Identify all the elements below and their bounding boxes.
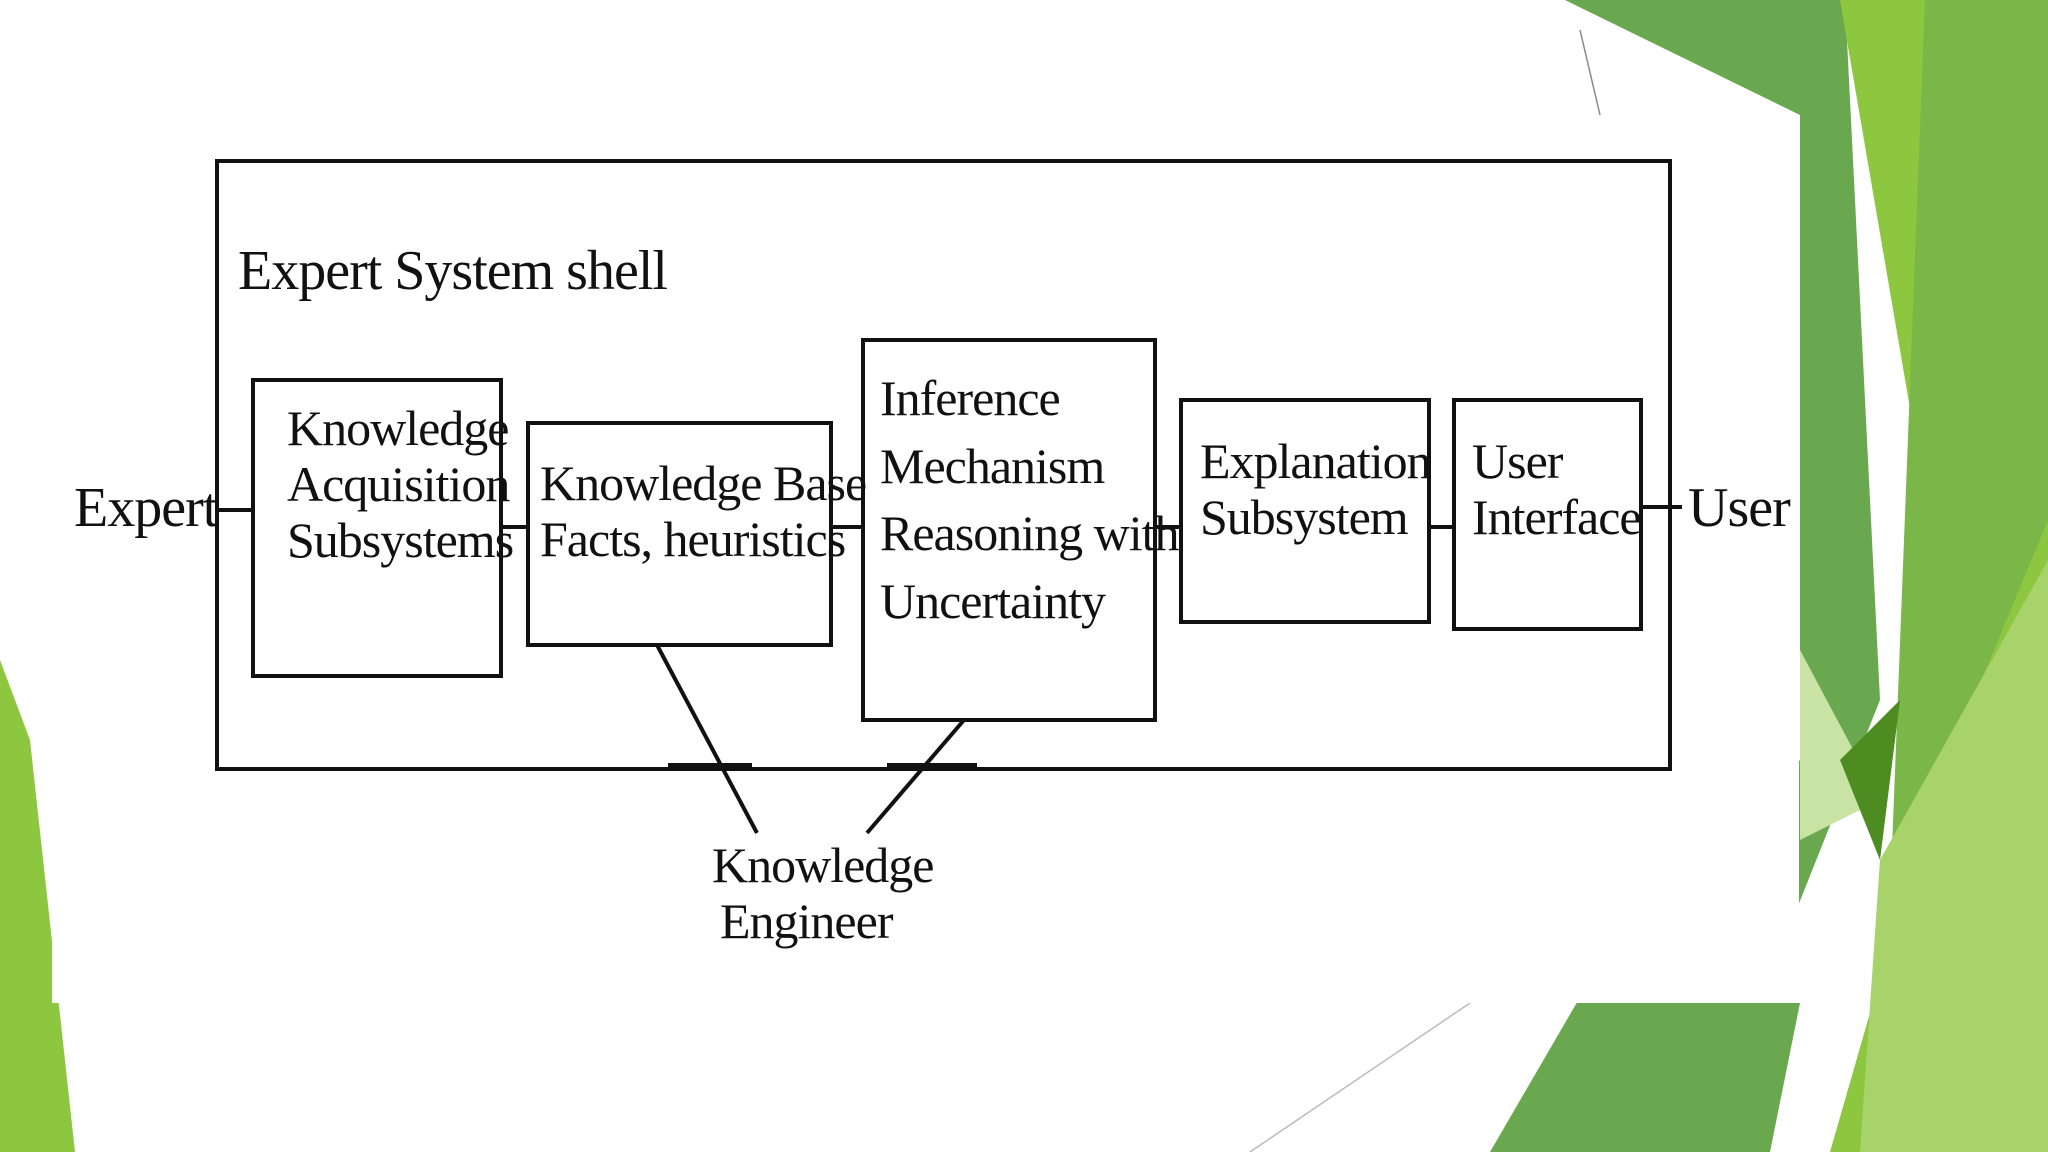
explanation-subsystem-box	[1179, 398, 1431, 624]
thin-diagonal-top	[1579, 29, 1601, 116]
thin-diagonal	[1249, 1002, 1471, 1152]
user-interface-line-1: User	[1472, 433, 1563, 489]
knowledge-base-line-1: Knowledge Base	[540, 455, 867, 511]
knowledge-base-box	[526, 421, 833, 647]
user-label: User	[1688, 477, 1791, 539]
diagram-card: Expert System shell Expert User Knowledg…	[52, 115, 1799, 1003]
knowledge-engineer-line-1: Knowledge	[712, 837, 934, 893]
right-facet-lime	[1860, 560, 2048, 1152]
left-facet	[0, 660, 75, 1152]
knowledge-base-line-2: Facts, heuristics	[540, 511, 846, 567]
explanation-subsystem-line-2: Subsystem	[1200, 489, 1409, 545]
knowledge-acquisition-line-3: Subsystems	[287, 512, 514, 568]
bottom-facet	[1500, 1003, 1800, 1152]
inference-mechanism-line-4: Uncertainty	[880, 572, 1106, 629]
user-interface-box	[1452, 398, 1643, 631]
knowledge-base-text: Knowledge Base Facts, heuristics	[540, 455, 867, 567]
knowledge-engineer-text: Knowledge Engineer	[712, 837, 934, 949]
expert-system-diagram	[215, 159, 1682, 835]
explanation-subsystem-text: Explanation Subsystem	[1200, 433, 1432, 545]
expert-label: Expert	[74, 477, 218, 539]
right-facet-mid	[1890, 0, 2048, 900]
user-interface-line-2: Interface	[1472, 489, 1642, 545]
inference-engineer-link	[865, 718, 966, 835]
user-interface-text: User Interface	[1472, 433, 1642, 545]
inference-mechanism-text: Inference Mechanism Reasoning with Uncer…	[880, 365, 1179, 635]
knowledge-acquisition-text: Knowledge Acquisition Subsystems	[287, 400, 514, 568]
shell-label: Expert System shell	[238, 240, 668, 302]
knowledge-acquisition-line-2: Acquisition	[287, 456, 510, 512]
knowledge-engineer-line-2: Engineer	[720, 893, 893, 949]
inference-mechanism-box	[861, 338, 1157, 722]
inference-mechanism-line-3: Reasoning with	[880, 505, 1179, 561]
knowledge-acquisition-line-1: Knowledge	[287, 400, 510, 456]
shell-boundary	[215, 159, 1672, 771]
explanation-subsystem-line-1: Explanation	[1200, 433, 1432, 489]
inference-mechanism-line-1: Inference	[880, 370, 1061, 426]
inference-mechanism-line-2: Mechanism	[880, 437, 1105, 494]
kb-engineer-link	[655, 644, 759, 834]
right-facet-deep	[1840, 700, 1900, 860]
